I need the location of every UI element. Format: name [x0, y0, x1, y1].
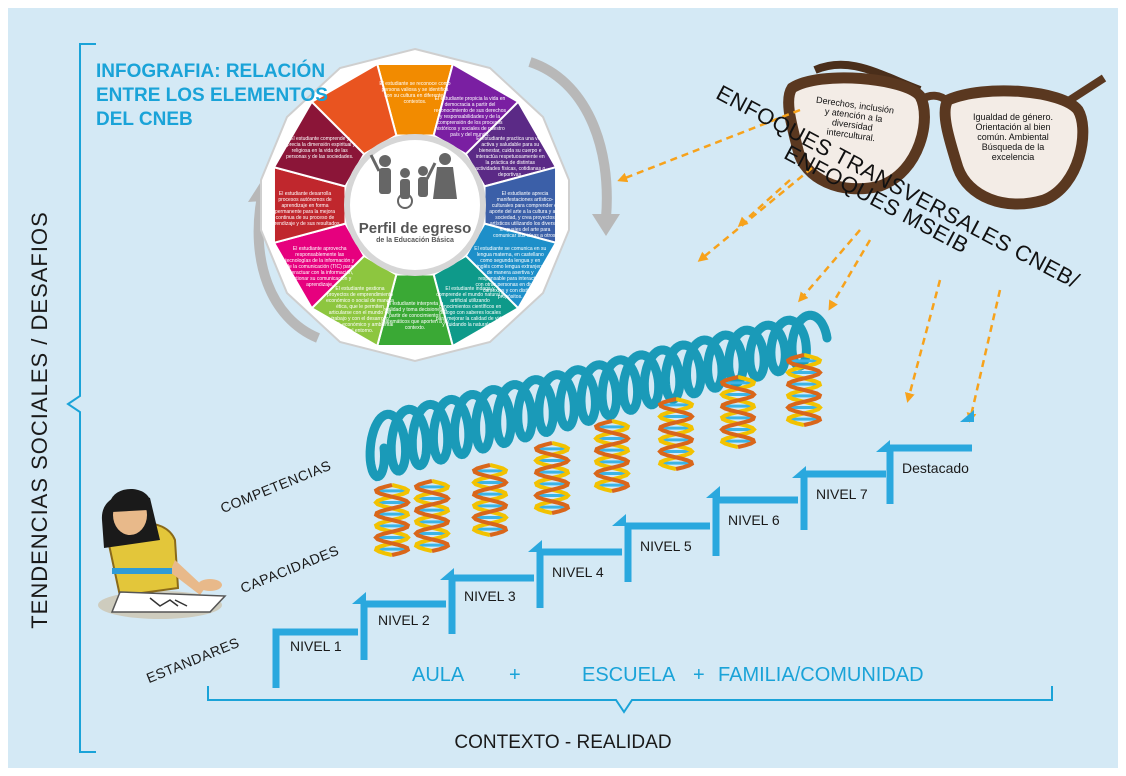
context-plus-2: + — [693, 664, 705, 686]
staircase — [272, 410, 974, 688]
context-familia: FAMILIA/COMUNIDAD — [718, 664, 924, 686]
infographic-title: INFOGRAFIA: RELACIÓN ENTRE LOS ELEMENTOS… — [96, 61, 328, 130]
profile-subtitle: de la Educación Básica — [376, 237, 454, 244]
profile-segment-text: El estudiante aprovecha responsablemente… — [285, 246, 355, 288]
level-1: NIVEL 1 — [290, 638, 342, 654]
profile-segment-text: El estudiante aprecia manifestaciones ar… — [489, 191, 561, 239]
cycle-arrow-top-head — [592, 214, 620, 236]
stair-marker — [960, 410, 974, 422]
right-lens-frame — [939, 85, 1089, 210]
capacidades-helices — [373, 353, 823, 557]
tendencias-label: TENDENCIAS SOCIALES / DESAFIOS — [27, 211, 52, 629]
context-plus-1: + — [509, 664, 521, 686]
context-aula: AULA — [412, 664, 465, 686]
stair-step — [800, 470, 886, 530]
stair-marker — [528, 540, 542, 552]
profile-segment-text: El estudiante comprende y aprecia la dim… — [284, 136, 356, 160]
level-6: NIVEL 6 — [728, 512, 780, 528]
profile-segment-text: El estudiante interpreta la realidad y t… — [381, 301, 449, 331]
dna-helix — [719, 375, 757, 449]
profile-segment-text: El estudiante desarrolla procesos autóno… — [269, 191, 341, 227]
level-2: NIVEL 2 — [378, 612, 430, 628]
competencias-spring — [365, 310, 832, 482]
wheel-center — [344, 134, 486, 276]
context-bottom-label: CONTEXTO - REALIDAD — [454, 732, 672, 753]
profile-center-text: Perfil de egreso de la Educación Básica — [351, 220, 479, 244]
profile-segment-text: El estudiante se comunica en su lengua m… — [474, 246, 547, 300]
cycle-arrow-top — [528, 57, 612, 219]
cycle-arrow-bottom — [253, 195, 321, 343]
profile-segment-text: El estudiante gestiona proyectos de empr… — [326, 286, 394, 335]
level-7: NIVEL 7 — [816, 486, 868, 502]
stair-step — [624, 522, 710, 582]
dna-helix — [593, 419, 631, 493]
profile-segment-text: El estudiante propicia la vida en democr… — [434, 95, 506, 138]
right-lens-text: Igualdad de género. Orientación al bien … — [972, 112, 1054, 162]
level-3: NIVEL 3 — [464, 588, 516, 604]
stair-marker — [352, 592, 366, 604]
profile-title: Perfil de egreso — [358, 220, 472, 237]
stair-step — [536, 548, 622, 608]
spring-coil — [365, 310, 832, 482]
level-5: NIVEL 5 — [640, 538, 692, 554]
dna-helix — [785, 353, 823, 427]
stair-step — [272, 628, 358, 688]
profile-segment-text: El estudiante practica una vida activa y… — [475, 136, 546, 178]
family-icon — [369, 153, 457, 209]
bottom-brace — [207, 686, 1053, 714]
girl-illustration — [98, 488, 227, 619]
left-brace — [66, 43, 96, 753]
profile-segment-text: El estudiante se reconoce como persona v… — [379, 81, 451, 105]
dna-helix — [533, 441, 571, 515]
stair-marker — [792, 466, 806, 478]
stair-marker — [706, 486, 720, 498]
stair-step — [886, 444, 972, 504]
dna-helix — [413, 479, 451, 553]
left-lens-frame — [783, 72, 930, 195]
level-destacado: Destacado — [902, 460, 969, 476]
orange-arrows — [617, 108, 1002, 423]
stair-marker — [612, 514, 626, 526]
glasses-image — [783, 60, 1107, 210]
stair-step — [712, 496, 798, 556]
dna-helix — [657, 397, 695, 471]
stair-step — [448, 574, 534, 634]
profile-segment-text: El estudiante indaga y comprende el mund… — [435, 286, 505, 329]
dna-helix — [471, 463, 509, 537]
profile-wheel — [260, 47, 570, 363]
stair-marker — [440, 568, 454, 580]
level-4: NIVEL 4 — [552, 564, 604, 580]
dna-helix — [373, 483, 411, 557]
context-escuela: ESCUELA — [582, 664, 676, 686]
stair-marker — [876, 440, 890, 452]
